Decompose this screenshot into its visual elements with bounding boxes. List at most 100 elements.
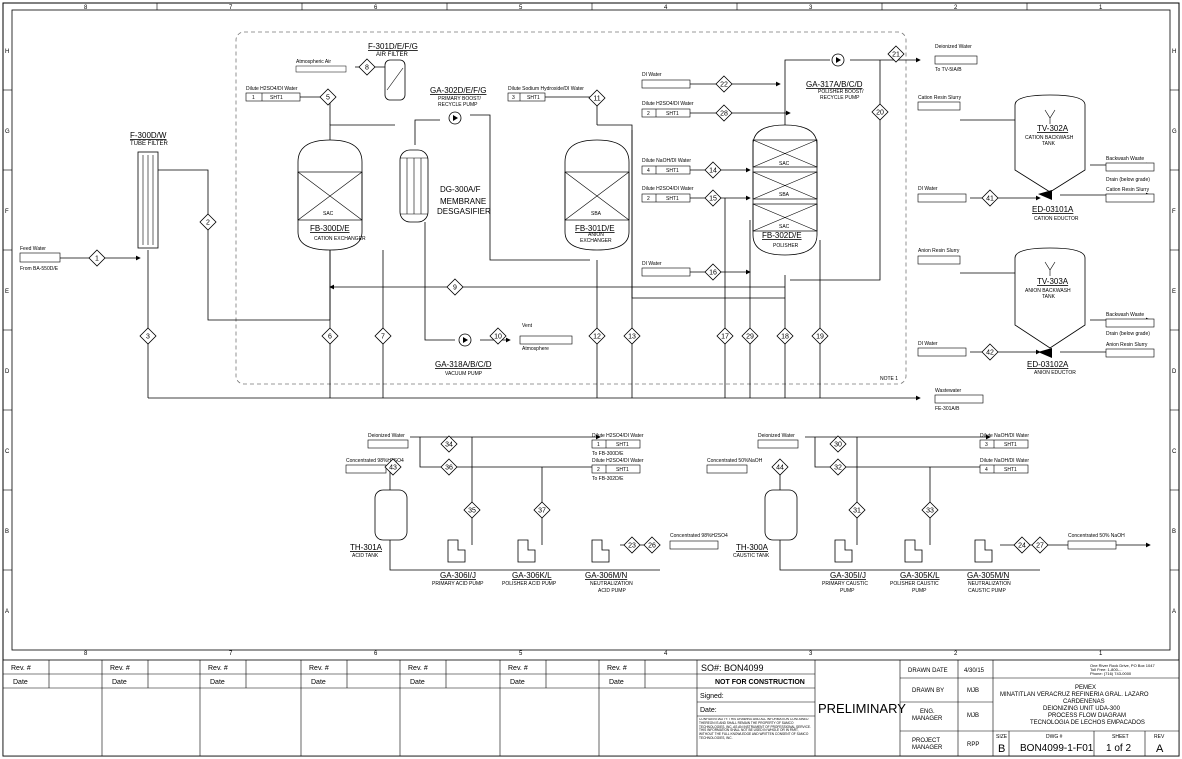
svg-text:5: 5 — [326, 95, 330, 102]
stream-sheet: SHT1 — [666, 111, 679, 117]
col-label: 2 — [954, 5, 958, 11]
not-for-construction: NOT FOR CONSTRUCTION — [715, 679, 805, 686]
rev-number-label: Rev. # — [607, 665, 627, 672]
stream-num: 1 — [597, 442, 600, 448]
svg-text:7: 7 — [381, 334, 385, 341]
equipment-tag: GA-305M/N — [967, 571, 1009, 580]
cation-backwash-tank-tv302: TV-302A CATION BACKWASH TANK — [1014, 94, 1086, 193]
svg-text:15: 15 — [709, 196, 717, 203]
row-label: B — [1172, 529, 1176, 535]
equipment-desc: POLISHER CAUSTIC — [890, 581, 939, 587]
stream-number-tag: 13 — [623, 327, 641, 345]
col-label: 4 — [664, 5, 668, 11]
equipment-desc: PUMP — [840, 588, 855, 594]
svg-text:23: 23 — [628, 543, 636, 550]
rev-number-label: Rev. # — [408, 665, 428, 672]
stream-label: Concentrated 98%H2SO4 — [346, 458, 404, 464]
client-line: DEIONIZING UNIT UDA-300 — [1043, 706, 1121, 712]
svg-text:19: 19 — [816, 334, 824, 341]
stream-num: 2 — [647, 111, 650, 117]
client-line: CARDENENAS — [1063, 699, 1105, 705]
tube-filter-f300: F-300D/W TUBE FILTER — [130, 131, 169, 249]
equipment-tag: ED-03101A — [1032, 205, 1074, 214]
row-label: D — [5, 369, 10, 375]
client-name: PEMEX — [1075, 685, 1096, 691]
stream-number-tag: 9 — [446, 278, 464, 296]
equipment-tag: FB-300D/E — [310, 224, 350, 233]
stream-number-tag: 8 — [358, 58, 376, 76]
stream-sheet: SHT1 — [270, 95, 283, 101]
equipment-desc: TANK — [1042, 141, 1056, 147]
stream-number-tag: 5 — [319, 88, 337, 106]
row-label: C — [1172, 449, 1177, 455]
stream-number-tag: 37 — [533, 501, 551, 519]
stream-number-tag: 12 — [588, 327, 606, 345]
stream-number-tag: 20 — [871, 103, 889, 121]
row-label: B — [5, 529, 9, 535]
row-label: A — [5, 609, 9, 615]
col-label: 6 — [374, 5, 378, 11]
metering-pumps-caustic: GA-305I/J PRIMARY CAUSTIC PUMP GA-305K/L… — [822, 539, 1011, 594]
stream-number-tag: 30 — [829, 435, 847, 453]
rev-date-label: Date — [510, 679, 525, 686]
stream-label: Concentrated 50%NaOH — [707, 458, 763, 464]
svg-text:34: 34 — [445, 442, 453, 449]
stream-label: Dilute H2SO4/DI Water — [642, 186, 694, 192]
size-value: B — [998, 743, 1005, 755]
svg-text:2: 2 — [206, 220, 210, 227]
row-label: H — [5, 49, 9, 55]
process-lines — [60, 57, 1151, 571]
rev-date-label: Date — [210, 679, 225, 686]
stream-num: 2 — [647, 196, 650, 202]
equipment-desc: MEMBRANE — [440, 197, 486, 206]
stream-number-tag: 41 — [981, 189, 999, 207]
row-label: D — [1172, 369, 1177, 375]
sheet-number: 1 of 2 — [1106, 743, 1131, 754]
project-manager-label: PROJECT — [912, 738, 940, 744]
equipment-desc: PRIMARY CAUSTIC — [822, 581, 868, 587]
stream-number-tag: 17 — [716, 327, 734, 345]
sheet-label: SHEET — [1112, 734, 1129, 740]
drawn-date-label: DRAWN DATE — [908, 668, 948, 674]
equipment-desc: CATION EXCHANGER — [314, 236, 366, 242]
stream-num: 2 — [597, 467, 600, 473]
col-label: 8 — [84, 5, 88, 11]
membrane-degasifier-dg300: DG-300A/F MEMBRANE DESGASIFIER — [399, 149, 491, 223]
svg-text:10: 10 — [494, 334, 502, 341]
polisher-fb302: SAC SBA SAC FB-302D/E POLISHER — [752, 124, 818, 256]
stream-label: Deionized Water — [935, 44, 972, 50]
pump-ga318: GA-318A/B/C/D VACUUM PUMP — [435, 333, 492, 377]
equipment-tag: FB-302D/E — [762, 231, 802, 240]
col-label: 5 — [519, 651, 523, 657]
stream-label: Dilute Sodium Hydroxide/DI Water — [508, 86, 584, 92]
stream-number-tag: 33 — [921, 501, 939, 519]
svg-text:35: 35 — [468, 508, 476, 515]
equipment-desc: CAUSTIC PUMP — [968, 588, 1006, 594]
stream-number-tag: 26 — [643, 536, 661, 554]
equipment-desc: CATION EDUCTOR — [1034, 216, 1079, 222]
stream-label: Drain (below grade) — [1106, 331, 1150, 337]
row-label: C — [5, 449, 10, 455]
stream-label: Atmosphere — [522, 346, 549, 352]
cation-exchanger-fb300: SAC FB-300D/E CATION EXCHANGER — [297, 139, 366, 251]
col-label: 3 — [809, 651, 813, 657]
project-manager-label: MANAGER — [912, 745, 943, 751]
rev-date-label: Date — [311, 679, 326, 686]
stream-number-tag: 18 — [776, 327, 794, 345]
client-line: TECNOLOGIA DE LECHOS EMPACADOS — [1030, 720, 1145, 726]
svg-text:22: 22 — [720, 82, 728, 89]
row-label: E — [5, 289, 9, 295]
stream-label: FE-301A/B — [935, 406, 960, 412]
stream-number-tag: 7 — [374, 327, 392, 345]
stream-label: Drain (below grade) — [1106, 177, 1150, 183]
svg-text:11: 11 — [593, 96, 600, 103]
stream-sheet: SHT1 — [666, 196, 679, 202]
equipment-desc: EXCHANGER — [580, 238, 612, 244]
stream-sheet: SHT1 — [1004, 442, 1017, 448]
company-address: Phone: (716) 743-0000 — [1090, 671, 1132, 676]
stream-number-tag: 14 — [704, 161, 722, 179]
stream-number-tag: 6 — [321, 327, 339, 345]
equipment-tag: F-300D/W — [130, 131, 167, 140]
eng-manager-label: ENG. — [920, 709, 935, 715]
